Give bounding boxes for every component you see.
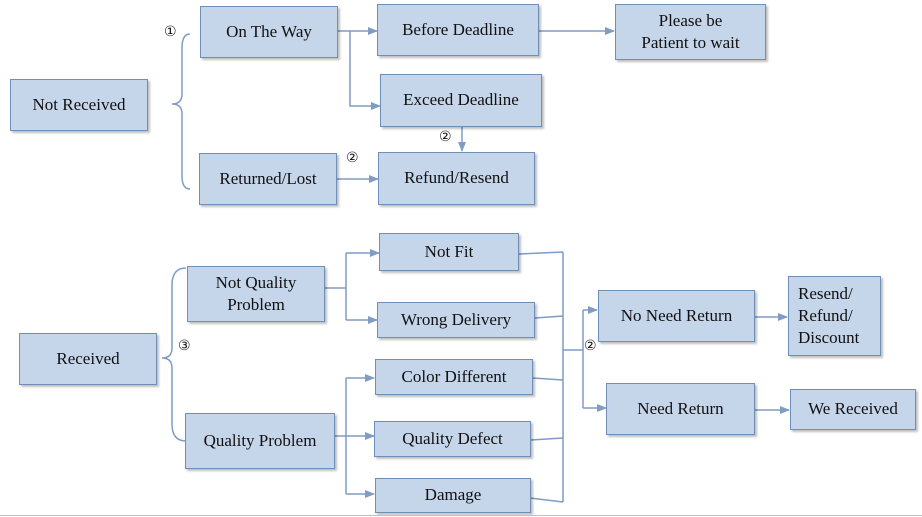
node-not-received: Not Received: [10, 79, 148, 131]
node-please-wait: Please be Patient to wait: [615, 4, 766, 60]
marker-three: ③: [178, 338, 191, 354]
node-before-deadline: Before Deadline: [377, 4, 539, 56]
node-need-return: Need Return: [606, 383, 755, 435]
node-we-received: We Received: [790, 389, 916, 430]
bottom-divider: [0, 515, 922, 516]
edge-quality-branches: [335, 378, 347, 494]
node-wrong-delivery: Wrong Delivery: [377, 302, 535, 338]
node-color-different: Color Different: [375, 359, 533, 395]
node-quality-problem: Quality Problem: [185, 413, 335, 469]
marker-two-returned: ②: [346, 150, 359, 166]
marker-two-top: ②: [439, 129, 452, 145]
edge-not-quality-branches: [325, 253, 347, 320]
node-damage: Damage: [375, 478, 531, 513]
node-on-the-way: On The Way: [200, 6, 338, 58]
node-quality-defect: Quality Defect: [374, 421, 531, 457]
node-not-fit: Not Fit: [379, 233, 519, 271]
brace-received: [161, 267, 187, 442]
node-exceed-deadline: Exceed Deadline: [380, 74, 542, 127]
edge-merge-lines: [518, 251, 583, 503]
brace-not-received: [171, 33, 191, 190]
node-no-need-return: No Need Return: [598, 290, 755, 342]
node-not-quality-problem: Not Quality Problem: [187, 266, 325, 322]
node-received: Received: [19, 333, 157, 385]
node-returned-lost: Returned/Lost: [199, 153, 337, 205]
node-refund-resend: Refund/Resend: [378, 152, 535, 205]
edge-on-the-way-exceed-deadline: [349, 31, 381, 110]
node-resend-refund-discount: Resend/ Refund/ Discount: [788, 276, 881, 356]
marker-one: ①: [164, 24, 177, 40]
marker-two-bottom: ②: [584, 338, 597, 354]
